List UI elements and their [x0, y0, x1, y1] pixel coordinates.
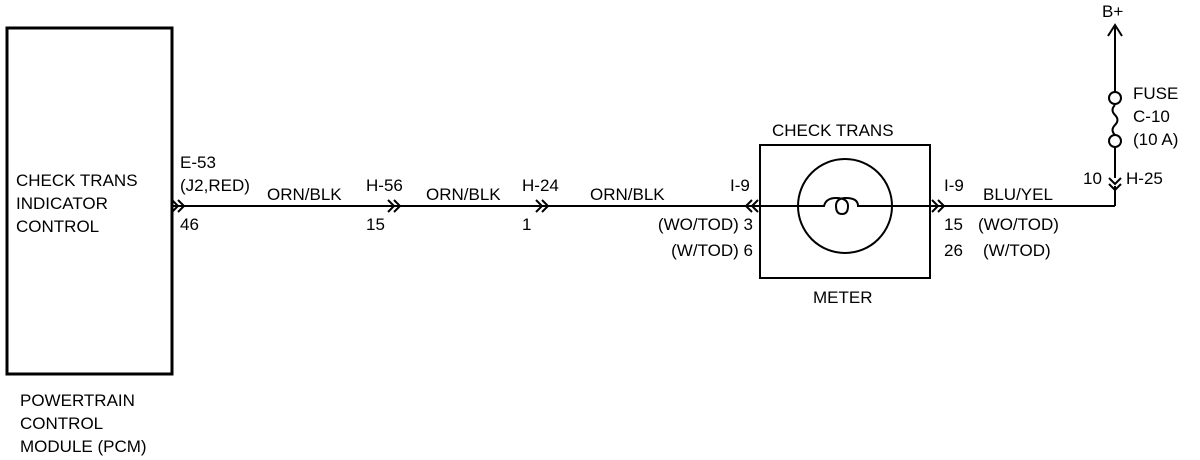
connector-i9-right-note-wo-tod: (WO/TOD) — [978, 215, 1059, 234]
pcm-title-line-2: CONTROL — [20, 414, 104, 433]
wire-color-seg4: BLU/YEL — [983, 185, 1053, 204]
connector-h56-arrow — [387, 199, 402, 213]
connector-e53-color: (J2,RED) — [180, 176, 250, 195]
meter-box — [759, 144, 931, 279]
connector-h56-pin: 15 — [366, 215, 385, 234]
connector-h25-arrow — [1108, 177, 1122, 192]
connector-h25-label: H-25 — [1126, 169, 1163, 188]
wire-color-seg3: ORN/BLK — [590, 185, 665, 204]
connector-i9-left-pin-w-tod: (W/TOD) 6 — [671, 241, 753, 260]
wire-color-seg2: ORN/BLK — [426, 185, 501, 204]
fuse-element — [1111, 104, 1119, 136]
lamp-filament — [820, 196, 870, 216]
connector-i9-right-pin-wo-tod: 15 — [944, 215, 963, 234]
connector-h24-pin: 1 — [522, 215, 532, 234]
pcm-title-line-3: MODULE (PCM) — [20, 437, 147, 456]
connector-i9-right-pin-w-tod: 26 — [944, 241, 963, 260]
connector-h56-label: H-56 — [366, 176, 403, 195]
connector-i9-right-label: I-9 — [944, 176, 964, 195]
pcm-function-line-3: CONTROL — [16, 217, 100, 236]
connector-i9-left-arrow — [744, 199, 759, 213]
fuse-rating: (10 A) — [1133, 130, 1179, 149]
pcm-title-line-1: POWERTRAIN — [20, 391, 135, 410]
connector-e53-label: E-53 — [180, 153, 216, 172]
connector-h25-pin: 10 — [1083, 169, 1102, 188]
fuse-terminal-bottom — [1108, 134, 1122, 148]
supply-arrow — [1107, 23, 1123, 37]
connector-h24-label: H-24 — [522, 176, 559, 195]
wire-color-seg1: ORN/BLK — [267, 185, 342, 204]
connector-i9-left-label: I-9 — [730, 176, 750, 195]
pcm-function-line-2: INDICATOR — [16, 194, 108, 213]
meter-name: METER — [813, 288, 873, 307]
connector-i9-right-note-w-tod: (W/TOD) — [983, 241, 1051, 260]
fuse-id: C-10 — [1133, 107, 1170, 126]
connector-h24-arrow — [535, 199, 550, 213]
connector-e53-arrow — [171, 199, 186, 213]
connector-i9-left-pin-wo-tod: (WO/TOD) 3 — [657, 215, 753, 234]
fuse-terminal-top — [1108, 91, 1122, 105]
connector-e53-pin: 46 — [180, 215, 199, 234]
fuse-label: FUSE — [1133, 84, 1179, 103]
pcm-function-line-1: CHECK TRANS — [16, 171, 138, 190]
supply-label: B+ — [1102, 2, 1124, 21]
lamp-label: CHECK TRANS — [772, 121, 894, 140]
